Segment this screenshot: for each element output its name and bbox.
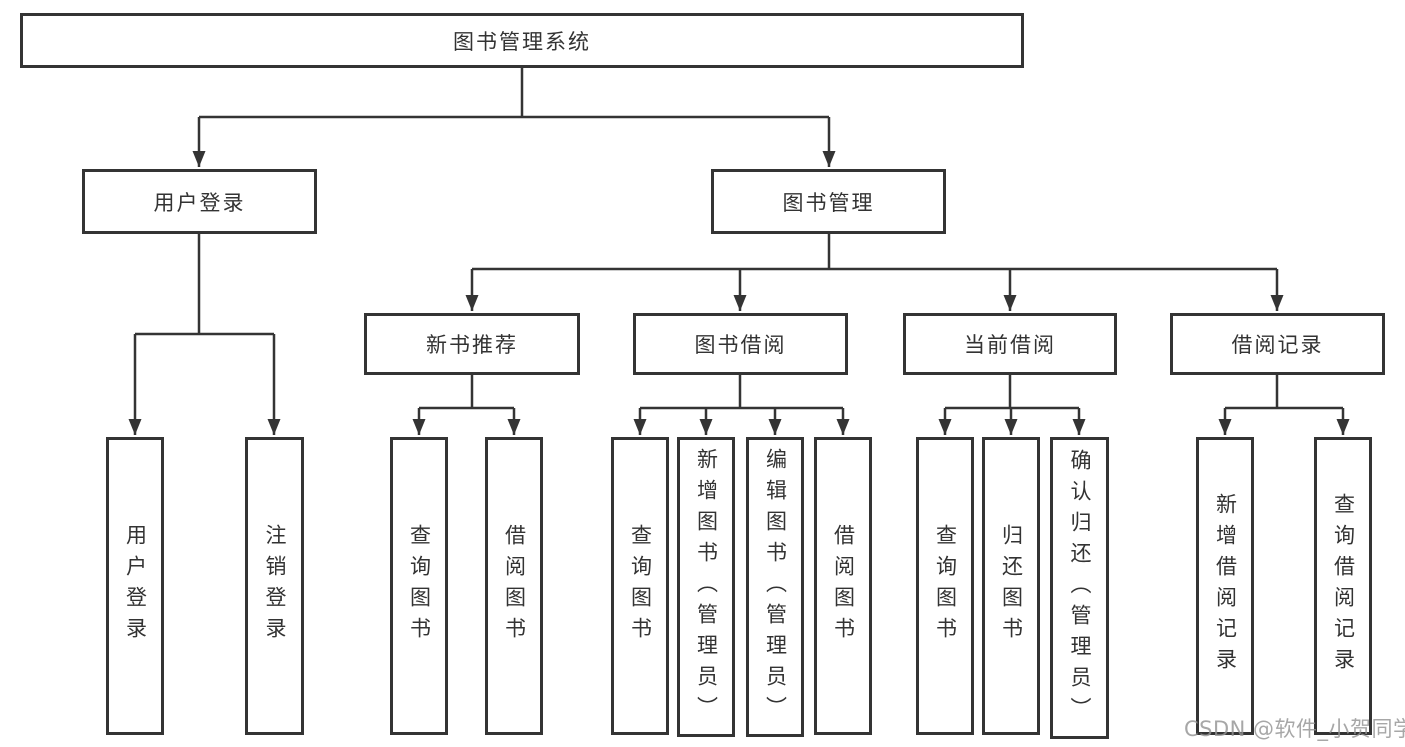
connector-book-management-children <box>465 234 1284 311</box>
connector-book-borrow-children <box>633 375 850 435</box>
leaf-query-borrow-record: 查询借阅记录 <box>1314 437 1372 735</box>
leaf-label: 编辑图书（管理员） <box>763 447 788 727</box>
leaf-label: 查询图书 <box>407 524 432 648</box>
leaf-label: 查询借阅记录 <box>1331 493 1356 679</box>
node-user-login: 用户登录 <box>82 169 317 234</box>
node-library-management-system: 图书管理系统 <box>20 13 1024 68</box>
connector-new-book-recommend-children <box>412 375 521 435</box>
csdn-watermark: CSDN @软件_小贺同学 <box>1184 717 1405 741</box>
leaf-add-book-admin: 新增图书（管理员） <box>677 437 735 737</box>
node-label: 用户登录 <box>153 190 246 215</box>
node-label: 图书管理系统 <box>453 29 591 54</box>
node-current-borrow: 当前借阅 <box>903 313 1117 375</box>
leaf-label: 用户登录 <box>123 524 148 648</box>
connector-borrow-records-children <box>1218 375 1350 435</box>
leaf-label: 借阅图书 <box>831 524 856 648</box>
leaf-query-books-recommend: 查询图书 <box>390 437 448 735</box>
leaf-label: 归还图书 <box>999 524 1024 648</box>
connector-user-login-children <box>128 234 281 435</box>
leaf-label: 新增图书（管理员） <box>694 447 719 727</box>
leaf-return-books: 归还图书 <box>982 437 1040 735</box>
leaf-query-books-current: 查询图书 <box>916 437 974 735</box>
node-label: 当前借阅 <box>964 333 1056 357</box>
node-label: 图书管理 <box>782 190 875 215</box>
leaf-user-login: 用户登录 <box>106 437 164 735</box>
node-new-book-recommend: 新书推荐 <box>364 313 580 375</box>
node-book-borrow: 图书借阅 <box>633 313 848 375</box>
leaf-confirm-return-admin: 确认归还（管理员） <box>1050 437 1109 739</box>
leaf-label: 查询图书 <box>628 524 653 648</box>
leaf-edit-book-admin: 编辑图书（管理员） <box>746 437 804 737</box>
leaf-label: 新增借阅记录 <box>1213 493 1238 679</box>
node-label: 图书借阅 <box>694 333 787 357</box>
leaf-add-borrow-record: 新增借阅记录 <box>1196 437 1254 735</box>
leaf-label: 确认归还（管理员） <box>1068 448 1092 728</box>
connector-root-to-level2 <box>192 68 836 167</box>
leaf-borrow-books: 借阅图书 <box>814 437 872 735</box>
leaf-borrow-books-recommend: 借阅图书 <box>485 437 543 735</box>
node-label: 新书推荐 <box>426 333 518 357</box>
leaf-label: 借阅图书 <box>502 524 527 648</box>
leaf-query-books-borrow: 查询图书 <box>611 437 669 735</box>
node-borrow-records: 借阅记录 <box>1170 313 1385 375</box>
connector-current-borrow-children <box>938 375 1086 435</box>
node-book-management: 图书管理 <box>711 169 946 234</box>
leaf-label: 注销登录 <box>263 524 287 648</box>
leaf-label: 查询图书 <box>933 524 958 648</box>
leaf-logout: 注销登录 <box>245 437 304 735</box>
node-label: 借阅记录 <box>1231 333 1324 357</box>
